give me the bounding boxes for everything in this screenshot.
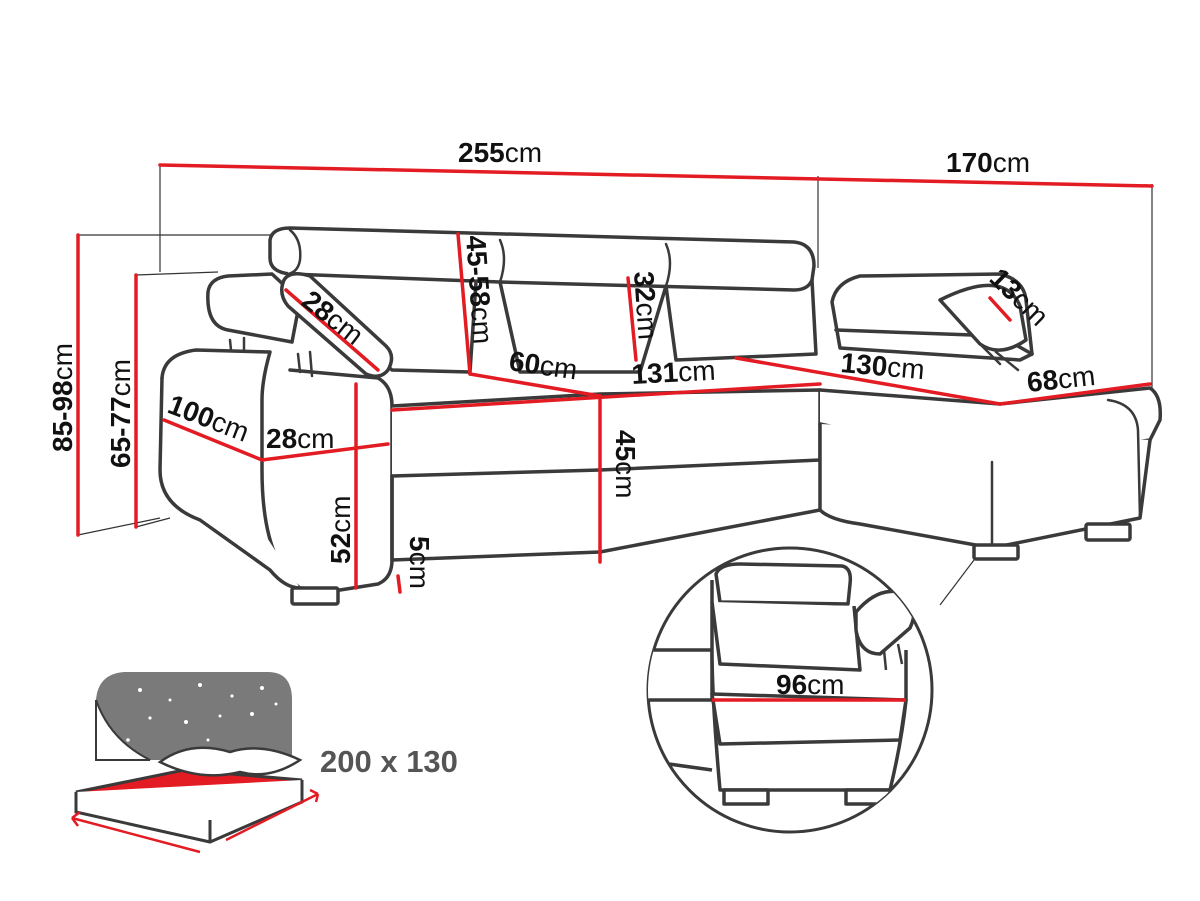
label-total-height: 85-98cm	[47, 343, 78, 452]
label-detail-depth: 96cm	[776, 669, 844, 700]
stars-pattern	[126, 683, 278, 742]
detail-seat	[710, 692, 908, 746]
sofa-outline	[158, 226, 1163, 606]
label-arm-height: 52cm	[325, 496, 356, 564]
chaise-headrest	[938, 283, 1028, 352]
label-seat-width: 131cm	[631, 355, 717, 390]
label-chaise-length: 130cm	[839, 347, 925, 385]
label-total-width: 255cm	[458, 137, 542, 168]
detail-headrest	[714, 562, 853, 606]
label-backrest-inner: 32cm	[628, 270, 664, 340]
adjustable-headrest	[280, 272, 394, 378]
label-back-height: 65-77cm	[105, 359, 136, 468]
label-leg-height: 5cm	[404, 536, 435, 589]
label-sleeping-area: 200 x 130	[320, 744, 458, 779]
seat-front	[390, 388, 822, 478]
label-chaise-depth: 68cm	[1025, 360, 1096, 398]
label-seat-height: 45cm	[610, 430, 641, 498]
chaise-front	[818, 422, 1152, 550]
detail-view	[646, 546, 934, 834]
bed-icon	[71, 672, 320, 854]
headrest-bar	[268, 226, 816, 292]
dimension-lines	[76, 163, 1154, 594]
label-chaise-width: 170cm	[946, 147, 1030, 178]
label-headrest-height: 45-58cm	[460, 234, 499, 345]
label-seat-depth: 60cm	[507, 345, 579, 385]
label-armrest-width: 28cm	[266, 423, 334, 454]
